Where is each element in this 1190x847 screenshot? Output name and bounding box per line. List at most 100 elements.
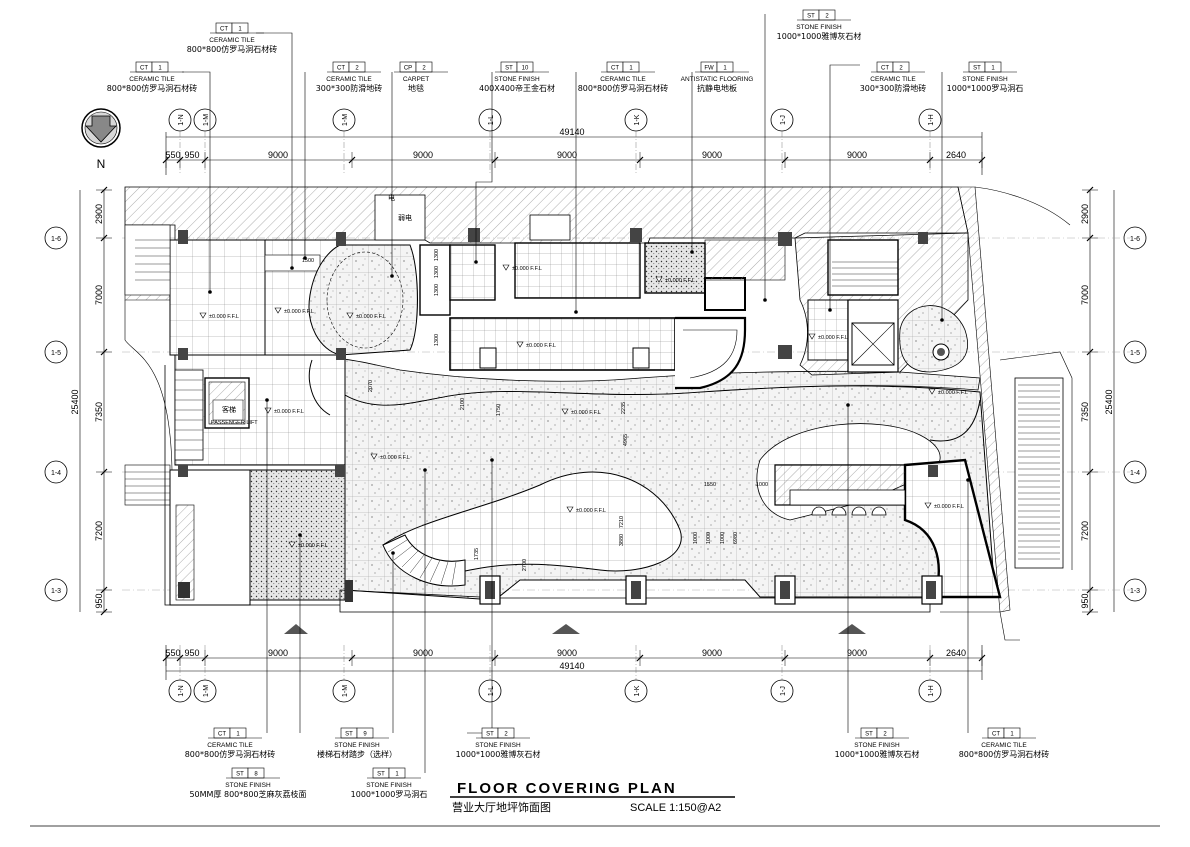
level-mark-icon bbox=[808, 333, 816, 340]
callout-material-en: CERAMIC TILE bbox=[326, 76, 372, 83]
vertical-segment-dim: 950 bbox=[1080, 593, 1090, 608]
grid-bubble bbox=[44, 460, 68, 484]
inner-dimension: 1550 bbox=[704, 482, 716, 488]
callout-code: ST bbox=[377, 772, 385, 778]
callout-code: ST bbox=[865, 732, 873, 738]
callout-number: 1 bbox=[238, 27, 242, 33]
inner-dimension: 7210 bbox=[619, 516, 625, 528]
grid-row-label: 1-5 bbox=[1130, 350, 1140, 357]
inner-dimension: 4965 bbox=[623, 434, 629, 446]
inner-dimension: 1300 bbox=[434, 284, 440, 296]
callout-material-cn: 800*800仿罗马洞石材砖 bbox=[185, 749, 276, 759]
callout-material-cn: 300*300防滑地砖 bbox=[860, 83, 927, 93]
inner-dimension: 2070 bbox=[368, 380, 374, 392]
bottom-segment-dim: 9000 bbox=[847, 648, 867, 658]
callout-material-cn: 300*300防滑地砖 bbox=[316, 83, 383, 93]
callout-number: 1 bbox=[158, 66, 162, 72]
level-mark-text: ±0.000 F.F.L bbox=[274, 409, 304, 415]
callout-material-en: STONE FINISH bbox=[366, 782, 412, 789]
level-mark-icon bbox=[928, 388, 936, 395]
grid-column-label: 1-M bbox=[203, 114, 210, 126]
callout-number: 2 bbox=[899, 66, 903, 72]
bottom-segment-dim: 9000 bbox=[413, 648, 433, 658]
callout-material-cn: 地毯 bbox=[408, 83, 424, 93]
room-label-weak-current: 弱电 bbox=[398, 213, 412, 222]
level-mark-text: ±0.000 F.F.L bbox=[512, 266, 542, 272]
inner-dimension: 1750 bbox=[496, 404, 502, 416]
level-mark-icon bbox=[566, 506, 574, 513]
callout-material-en: STONE FINISH bbox=[854, 742, 900, 749]
level-mark-text: ±0.000 F.F.L bbox=[284, 309, 314, 315]
grid-column-label: 1-M bbox=[203, 685, 210, 697]
entrance-arrow-icon bbox=[552, 624, 580, 634]
top-total-dimension: 49140 bbox=[559, 127, 584, 137]
inner-dimension: 1000 bbox=[720, 532, 726, 544]
level-mark-text: ±0.000 F.F.L bbox=[209, 314, 239, 320]
grid-row-label: 1-3 bbox=[1130, 588, 1140, 595]
left-dimension-chain bbox=[79, 186, 1115, 616]
inner-dimension: 3880 bbox=[619, 534, 625, 546]
inner-dimension: 1000 bbox=[756, 482, 768, 488]
grid-column-label: 1-K bbox=[634, 685, 641, 696]
callout-material-cn: 400X400帝王金石材 bbox=[479, 83, 555, 93]
level-mark-text: ±0.000 F.F.L bbox=[298, 543, 328, 549]
vertical-segment-dim: 950 bbox=[94, 593, 104, 608]
vertical-segment-dim: 7200 bbox=[1080, 521, 1090, 541]
callout-code: CT bbox=[337, 66, 345, 72]
callout-material-en: CARPET bbox=[403, 76, 429, 83]
left-total-dimension: 25400 bbox=[70, 389, 80, 414]
vertical-segment-dim: 7000 bbox=[94, 285, 104, 305]
level-mark-icon bbox=[274, 307, 282, 314]
callout-number: 1 bbox=[723, 66, 727, 72]
top-segment-dim: 9000 bbox=[268, 150, 288, 160]
bottom-segment-dim: 950 bbox=[184, 648, 199, 658]
callout-number: 9 bbox=[363, 732, 367, 738]
grid-bubble bbox=[44, 578, 68, 602]
level-mark-text: ±0.000 F.F.L bbox=[818, 335, 848, 341]
room-label-passenger-lift: PASSENGER LIFT bbox=[211, 420, 258, 426]
level-mark-icon bbox=[264, 407, 272, 414]
inner-dimension: 1300 bbox=[434, 249, 440, 261]
grid-column-label: 1-K bbox=[634, 114, 641, 125]
top-dimension-chain bbox=[162, 132, 986, 175]
drawing-scale: SCALE 1:150@A2 bbox=[630, 802, 721, 814]
grid-column-label: 1-L bbox=[488, 115, 495, 125]
callout-code: ST bbox=[486, 732, 494, 738]
callout-material-cn: 1000*1000罗马洞石 bbox=[947, 83, 1024, 93]
callout-code: CT bbox=[992, 732, 1000, 738]
entrance-arrow-icon bbox=[284, 624, 308, 634]
vertical-segment-dim: 2900 bbox=[94, 204, 104, 224]
callout-code: ST bbox=[973, 66, 981, 72]
callout-code: FW bbox=[704, 66, 714, 72]
callout-material-en: STONE FINISH bbox=[225, 782, 271, 789]
inner-dimension: 2235 bbox=[621, 402, 627, 414]
callout-material-cn: 50MM厚 800*800芝麻灰荔枝面 bbox=[189, 789, 306, 799]
top-segment-dim: 9000 bbox=[413, 150, 433, 160]
drawing-title-cn: 营业大厅地坪饰面图 bbox=[452, 800, 551, 814]
callout-code: CP bbox=[404, 66, 412, 72]
room-label-lift-cn: 客梯 bbox=[222, 405, 236, 414]
grid-column-label: 1-N bbox=[178, 685, 185, 696]
callout-material-en: CERAMIC TILE bbox=[129, 76, 175, 83]
inner-dimension: 1300 bbox=[434, 334, 440, 346]
north-label: N bbox=[97, 157, 106, 171]
callout-code: CT bbox=[611, 66, 619, 72]
callout-material-cn: 800*800仿罗马洞石材砖 bbox=[578, 83, 669, 93]
grid-row-label: 1-3 bbox=[51, 588, 61, 595]
callout-material-cn: 800*800仿罗马洞石材砖 bbox=[187, 44, 278, 54]
callout-number: 10 bbox=[522, 66, 529, 72]
callout-material-cn: 抗静电地板 bbox=[697, 83, 737, 93]
